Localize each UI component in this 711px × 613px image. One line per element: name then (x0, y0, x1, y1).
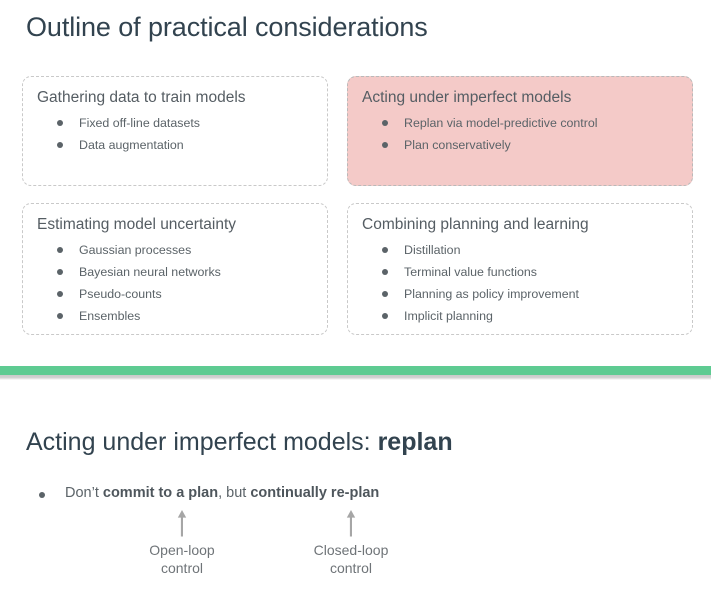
page-title-emphasis: replan (377, 428, 453, 456)
list-item: Pseudo-counts (37, 283, 313, 305)
list-item-label: Pseudo-counts (79, 287, 162, 301)
annotation-caption-line1: Open-loop (149, 542, 215, 558)
page-title-plain: Acting under imperfect models: (26, 428, 378, 456)
concept-box-heading: Acting under imperfect models (362, 89, 572, 106)
list-item-label: Distillation (404, 243, 461, 257)
bullet-icon (382, 142, 388, 148)
bullet-icon (382, 269, 388, 275)
list-item-label: Replan via model-predictive control (404, 116, 598, 130)
slide-divider-green (0, 366, 711, 375)
concept-box-heading: Estimating model uncertainty (37, 216, 237, 233)
bullet-text-part2: , but (218, 485, 251, 501)
list-item: Don’t commit to a plan, but continually … (26, 485, 379, 501)
concept-box-list: Fixed off-line datasets Data augmentatio… (37, 112, 313, 156)
concept-box-heading: Combining planning and learning (362, 216, 589, 233)
bullet-icon (39, 492, 45, 498)
bullet-icon (57, 247, 63, 253)
slide-outline: Outline of practical considerations Gath… (22, 12, 693, 335)
list-item: Distillation (362, 239, 678, 261)
bullet-icon (382, 291, 388, 297)
list-item: Bayesian neural networks (37, 261, 313, 283)
concept-box-list: Distillation Terminal value functions Pl… (362, 239, 678, 327)
concept-box-acting-under-imperfect-models[interactable]: Acting under imperfect models Replan via… (347, 76, 693, 186)
bullet-icon (57, 291, 63, 297)
list-item-label: Bayesian neural networks (79, 265, 221, 279)
list-item: Gaussian processes (37, 239, 313, 261)
bullet-icon (382, 313, 388, 319)
list-item-label: Data augmentation (79, 138, 184, 152)
concept-box-list: Gaussian processes Bayesian neural netwo… (37, 239, 313, 327)
list-item: Fixed off-line datasets (37, 112, 313, 134)
slide-acting-under-imperfect-models: Acting under imperfect models: replan Do… (0, 380, 711, 613)
list-item-label: Terminal value functions (404, 265, 537, 279)
up-arrow-icon (177, 510, 187, 537)
list-item-label: Implicit planning (404, 309, 493, 323)
list-item: Replan via model-predictive control (362, 112, 678, 134)
bullet-text-bold1: commit to a plan (102, 485, 219, 501)
list-item: Plan conservatively (362, 134, 678, 156)
bullet-icon (57, 313, 63, 319)
list-item-label: Planning as policy improvement (404, 287, 579, 301)
annotation-caption: Open-loop control (112, 541, 252, 577)
list-item-label: Ensembles (79, 309, 141, 323)
list-item: Implicit planning (362, 305, 678, 327)
list-item: Data augmentation (37, 134, 313, 156)
list-item-label: Fixed off-line datasets (79, 116, 200, 130)
list-item: Planning as policy improvement (362, 283, 678, 305)
annotation-caption: Closed-loop control (281, 541, 421, 577)
concept-box-heading: Gathering data to train models (37, 89, 246, 106)
list-item: Terminal value functions (362, 261, 678, 283)
annotation-caption-line2: control (329, 560, 373, 576)
list-item-label: Plan conservatively (404, 138, 511, 152)
bullet-text-bold2: continually re-plan (250, 485, 380, 501)
list-item: Ensembles (37, 305, 313, 327)
concept-box-gathering-data[interactable]: Gathering data to train models Fixed off… (22, 76, 328, 186)
annotation-open-loop: Open-loop control (112, 508, 252, 577)
bullet-icon (57, 120, 63, 126)
bullet-text-part1: Don’t (65, 485, 103, 501)
page-title: Acting under imperfect models: replan (26, 428, 453, 457)
concept-box-combining-planning-and-learning[interactable]: Combining planning and learning Distilla… (347, 203, 693, 335)
bullet-icon (382, 120, 388, 126)
bullet-icon (57, 269, 63, 275)
page-title: Outline of practical considerations (26, 12, 428, 42)
up-arrow-icon (346, 510, 356, 537)
list-item-label: Gaussian processes (79, 243, 192, 257)
bullet-icon (382, 247, 388, 253)
concept-box-grid: Gathering data to train models Fixed off… (22, 76, 693, 335)
concept-box-list: Replan via model-predictive control Plan… (362, 112, 678, 156)
annotation-caption-line2: control (160, 560, 204, 576)
annotation-caption-line1: Closed-loop (313, 542, 389, 558)
concept-box-estimating-model-uncertainty[interactable]: Estimating model uncertainty Gaussian pr… (22, 203, 328, 335)
annotation-closed-loop: Closed-loop control (281, 508, 421, 577)
bullet-icon (57, 142, 63, 148)
slide-divider-shadow (0, 375, 711, 380)
